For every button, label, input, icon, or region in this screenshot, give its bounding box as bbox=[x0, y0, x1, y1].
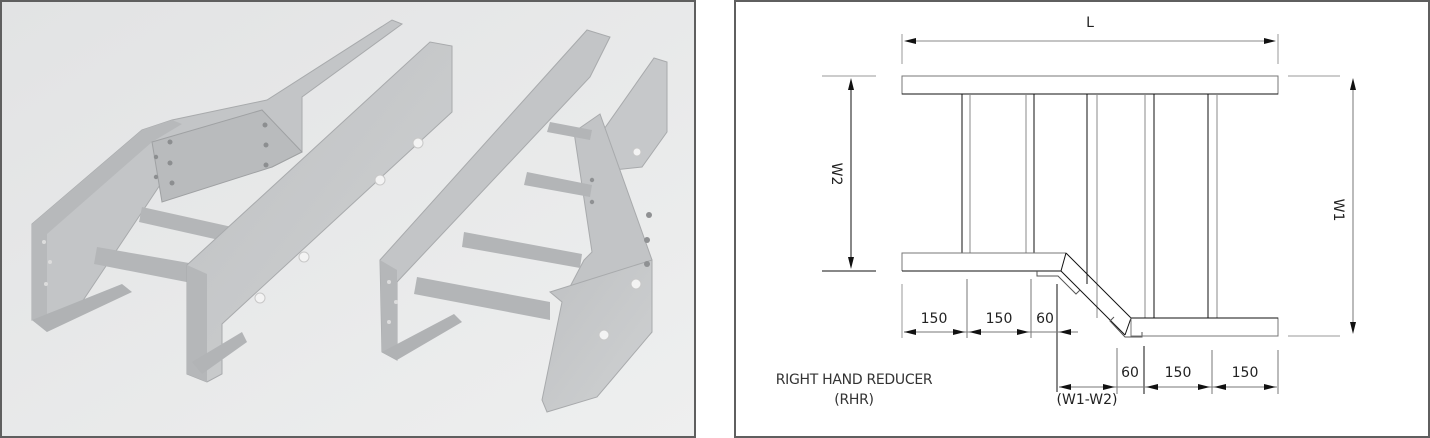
dim-left-3: 60 bbox=[1036, 311, 1054, 327]
dim-right-1: 60 bbox=[1121, 365, 1139, 381]
drawing-abbreviation: (RHR) bbox=[834, 392, 874, 408]
dim-left-1: 150 bbox=[921, 311, 948, 327]
drawing-title: RIGHT HAND REDUCER bbox=[775, 372, 933, 388]
rhr-schematic: L W2 W1 150 150 60 60 150 150 (W1-W2) bbox=[822, 15, 1356, 408]
w1-label: W1 bbox=[1330, 199, 1346, 222]
dim-right-2: 150 bbox=[1165, 365, 1192, 381]
offset-label: (W1-W2) bbox=[1057, 392, 1118, 408]
dim-right-3: 150 bbox=[1232, 365, 1259, 381]
right-reducer bbox=[379, 29, 668, 413]
product-photo bbox=[0, 0, 696, 438]
cable-ladder-reducer-photo bbox=[2, 2, 694, 436]
w2-label: W2 bbox=[828, 163, 844, 186]
left-reducer bbox=[31, 19, 453, 383]
dim-left-2: 150 bbox=[986, 311, 1013, 327]
length-label: L bbox=[1086, 15, 1094, 31]
technical-drawing: L W2 W1 150 150 60 60 150 150 (W1-W2) RI… bbox=[734, 0, 1430, 438]
